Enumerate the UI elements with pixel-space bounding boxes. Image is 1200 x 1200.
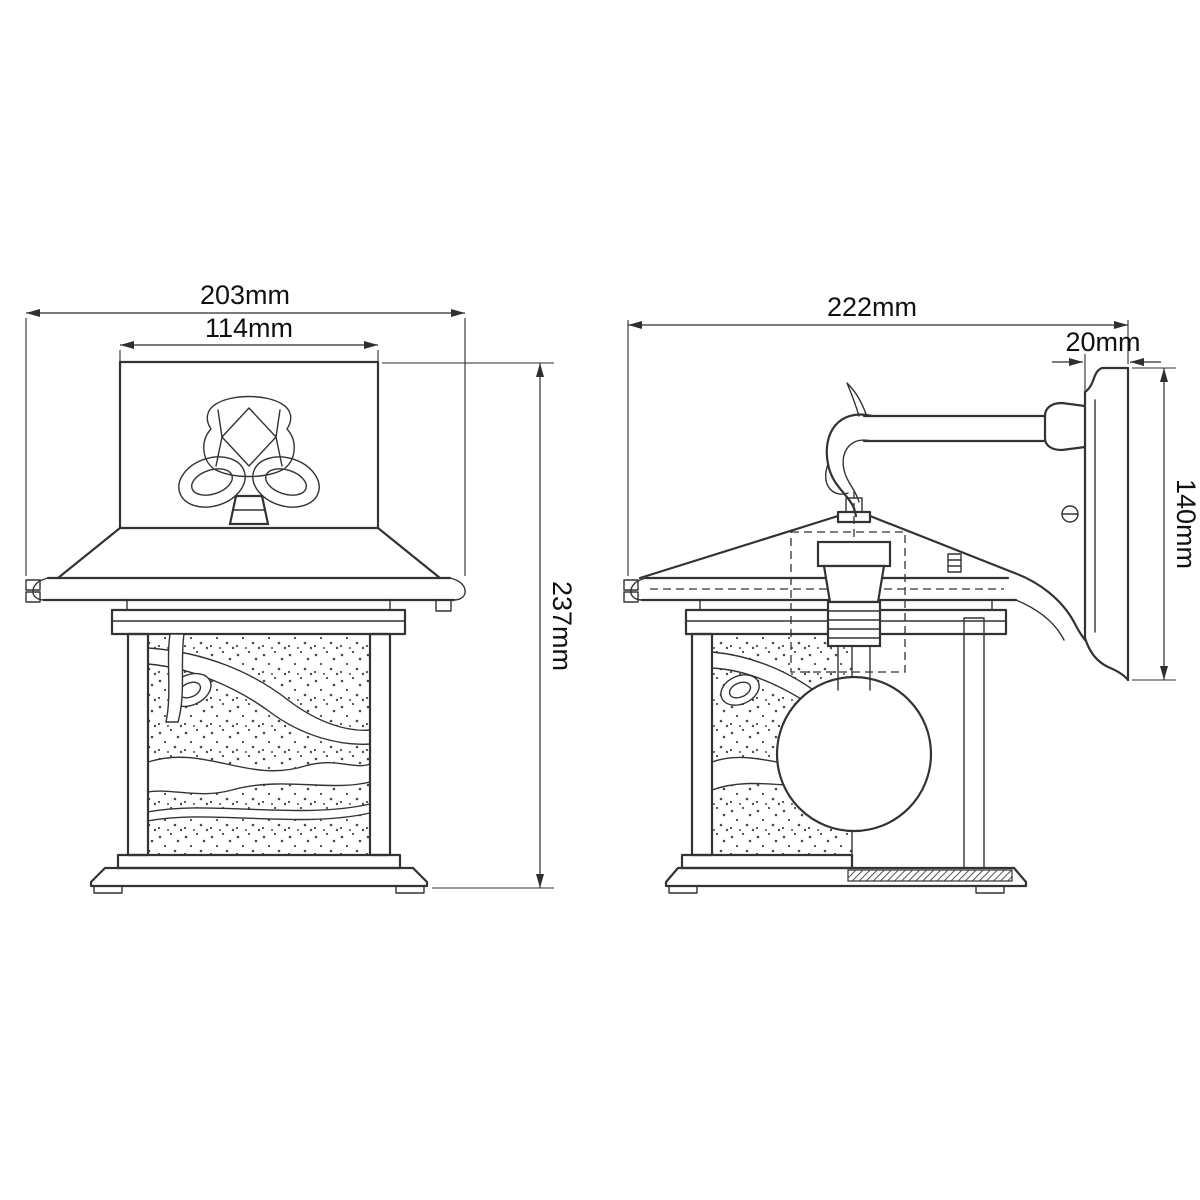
- section-wall-hatch: [963, 633, 985, 869]
- front-body: [116, 632, 402, 870]
- front-tab-icon: [435, 599, 452, 612]
- dim-side-overall-depth: 222mm: [627, 292, 1129, 576]
- dim-backplate-thickness-label: 20mm: [1065, 327, 1140, 357]
- side-latch-icon: [623, 579, 639, 591]
- dim-side-overall-depth-label: 222mm: [827, 292, 917, 322]
- front-cap-box: [118, 360, 380, 530]
- front-base: [89, 866, 429, 894]
- dim-front-overall-height: 237mm: [382, 362, 577, 889]
- dim-front-cap-width-label: 114mm: [205, 313, 293, 343]
- dim-front-cap-width: 114mm: [119, 313, 379, 362]
- front-right-post: [368, 632, 392, 857]
- socket-threads: [826, 600, 882, 648]
- dim-front-overall-height-label: 237mm: [547, 581, 577, 671]
- dim-backplate-thickness: 20mm: [1052, 327, 1161, 392]
- front-left-post: [126, 632, 150, 857]
- thumbscrew-icon: [947, 553, 962, 573]
- side-base: [664, 866, 1028, 894]
- side-backplate: [1061, 366, 1130, 682]
- front-finial: [178, 395, 320, 526]
- section-floor-hatch: [847, 869, 1013, 882]
- dim-front-overall-width: 203mm: [25, 280, 466, 576]
- front-latch-icon: [25, 579, 41, 591]
- side-scroll: [825, 382, 874, 524]
- side-view: [623, 366, 1130, 894]
- side-lamp: [775, 531, 933, 833]
- socket-cap: [816, 540, 892, 568]
- front-view: [25, 360, 466, 894]
- dim-backplate-height: 140mm: [1132, 367, 1200, 681]
- bulb-icon: [775, 675, 933, 833]
- dim-backplate-height-label: 140mm: [1171, 479, 1200, 569]
- front-roof: [25, 526, 466, 636]
- side-post: [690, 632, 714, 857]
- side-arm: [862, 401, 1087, 452]
- dim-front-overall-width-label: 203mm: [200, 280, 290, 310]
- dimensions: 203mm 114mm 237mm 222mm 20mm: [25, 280, 1200, 889]
